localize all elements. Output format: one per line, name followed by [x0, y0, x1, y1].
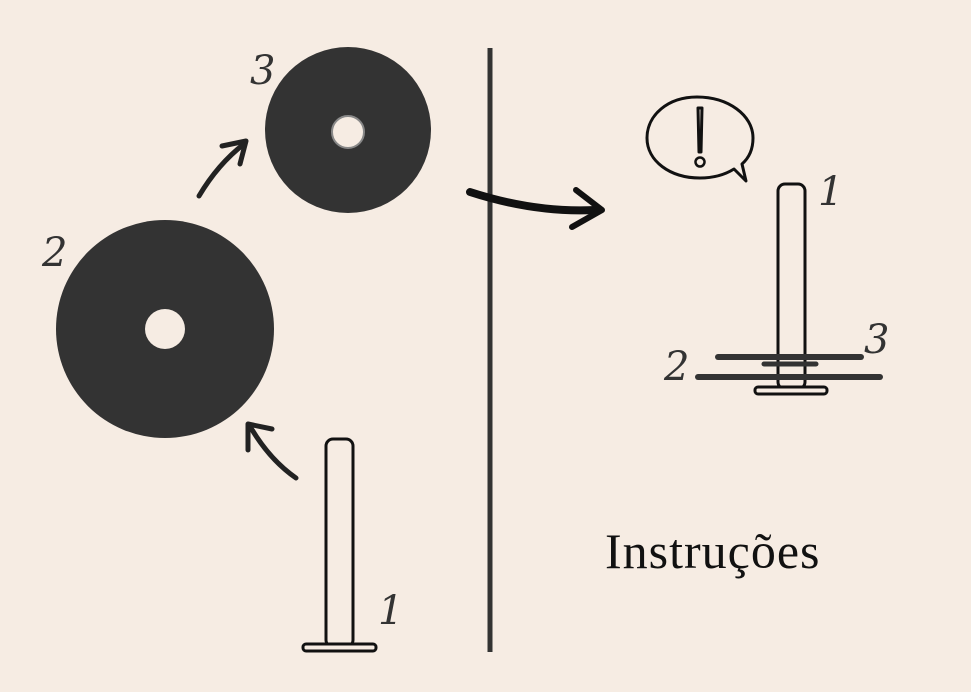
big-disc-label: 2: [41, 230, 67, 276]
small-disc: [265, 47, 431, 213]
assembled-post-label: 1: [818, 169, 843, 215]
stacked-discs: [695, 354, 883, 380]
transition-arrow: [466, 187, 605, 230]
instructions-title: Instruções: [605, 523, 821, 579]
arrow-to-small-disc: [196, 138, 249, 199]
right-panel: 1 3 2 Instruções: [605, 95, 889, 579]
assembled-small-disc-label: 3: [864, 317, 889, 363]
small-disc-label: 3: [250, 48, 275, 94]
arrow-to-big-disc: [245, 421, 299, 481]
left-panel: 3 2 1: [41, 47, 431, 653]
post: [301, 437, 378, 653]
big-disc: [56, 220, 274, 438]
exclamation-speech-bubble-icon: [645, 95, 755, 183]
assembled-post: [753, 182, 829, 396]
assembled-big-disc-label: 2: [663, 344, 689, 390]
post-label: 1: [378, 588, 403, 634]
